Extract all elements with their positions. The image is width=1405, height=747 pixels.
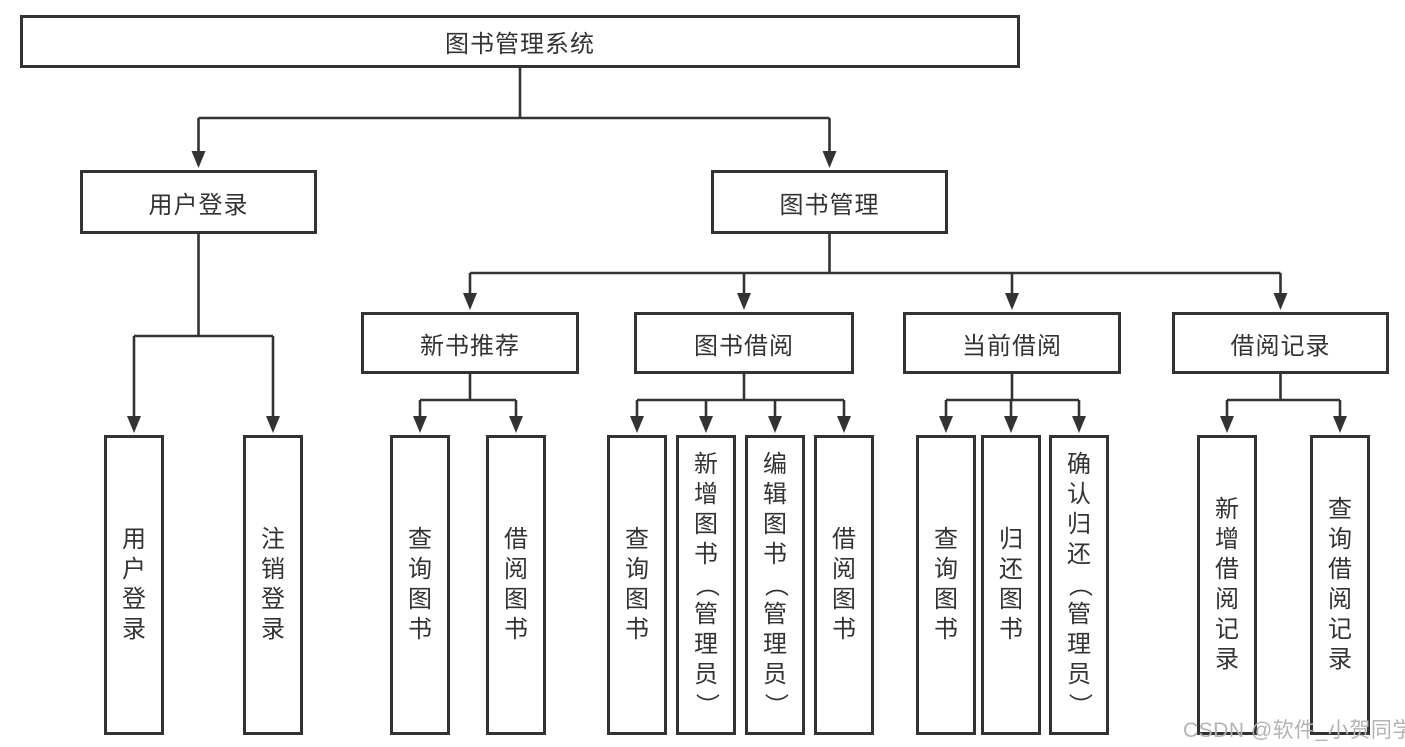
node-current-borrow-label: 当前借阅 (962, 332, 1062, 360)
leaf-edit-books-admin: 编辑图书（管理员） (745, 435, 805, 735)
leaf-add-borrow-record-label: 新增借阅记录 (1215, 496, 1239, 673)
leaf-borrow-books-1: 借阅图书 (486, 435, 546, 735)
node-new-book-recommend: 新书推荐 (361, 312, 579, 374)
node-new-book-recommend-label: 新书推荐 (420, 332, 520, 360)
leaf-edit-books-admin-label: 编辑图书（管理员） (762, 451, 789, 717)
node-root-system: 图书管理系统 (20, 15, 1020, 68)
leaf-query-books-2-label: 查询图书 (625, 526, 649, 643)
leaf-query-books-2: 查询图书 (607, 435, 667, 735)
leaf-borrow-books-1-label: 借阅图书 (504, 526, 528, 643)
leaf-query-borrow-record: 查询借阅记录 (1310, 435, 1370, 735)
node-book-borrow: 图书借阅 (634, 312, 854, 374)
node-user-login: 用户登录 (80, 170, 317, 234)
leaf-return-books: 归还图书 (981, 435, 1041, 735)
leaf-borrow-books-2-label: 借阅图书 (832, 526, 856, 643)
node-root-label: 图书管理系统 (445, 31, 595, 58)
leaf-logout-label: 注销登录 (261, 526, 285, 643)
leaf-query-books-3: 查询图书 (916, 435, 976, 735)
leaf-add-books-admin: 新增图书（管理员） (676, 435, 736, 735)
leaf-user-login: 用户登录 (104, 435, 164, 735)
leaf-borrow-books-2: 借阅图书 (814, 435, 874, 735)
leaf-query-books-1: 查询图书 (390, 435, 450, 735)
node-borrow-records-label: 借阅记录 (1230, 332, 1331, 360)
leaf-return-books-label: 归还图书 (999, 526, 1023, 643)
node-book-management: 图书管理 (711, 170, 948, 234)
leaf-confirm-return-admin: 确认归还（管理员） (1049, 435, 1109, 735)
leaf-query-books-3-label: 查询图书 (934, 526, 958, 643)
leaf-confirm-return-admin-label: 确认归还（管理员） (1066, 451, 1093, 717)
node-book-management-label: 图书管理 (779, 191, 880, 219)
leaf-query-books-1-label: 查询图书 (408, 526, 432, 643)
leaf-add-borrow-record: 新增借阅记录 (1197, 435, 1257, 735)
node-borrow-records: 借阅记录 (1172, 312, 1389, 374)
leaf-add-books-admin-label: 新增图书（管理员） (693, 451, 720, 717)
node-book-borrow-label: 图书借阅 (694, 332, 794, 360)
leaf-query-borrow-record-label: 查询借阅记录 (1328, 496, 1352, 673)
leaf-user-login-label: 用户登录 (122, 526, 146, 643)
arrowheads (127, 151, 1347, 433)
csdn-watermark: CSDN @软件_小贺同学 (1183, 719, 1405, 742)
node-current-borrow: 当前借阅 (903, 312, 1121, 374)
node-user-login-label: 用户登录 (148, 191, 249, 219)
leaf-logout: 注销登录 (243, 435, 303, 735)
